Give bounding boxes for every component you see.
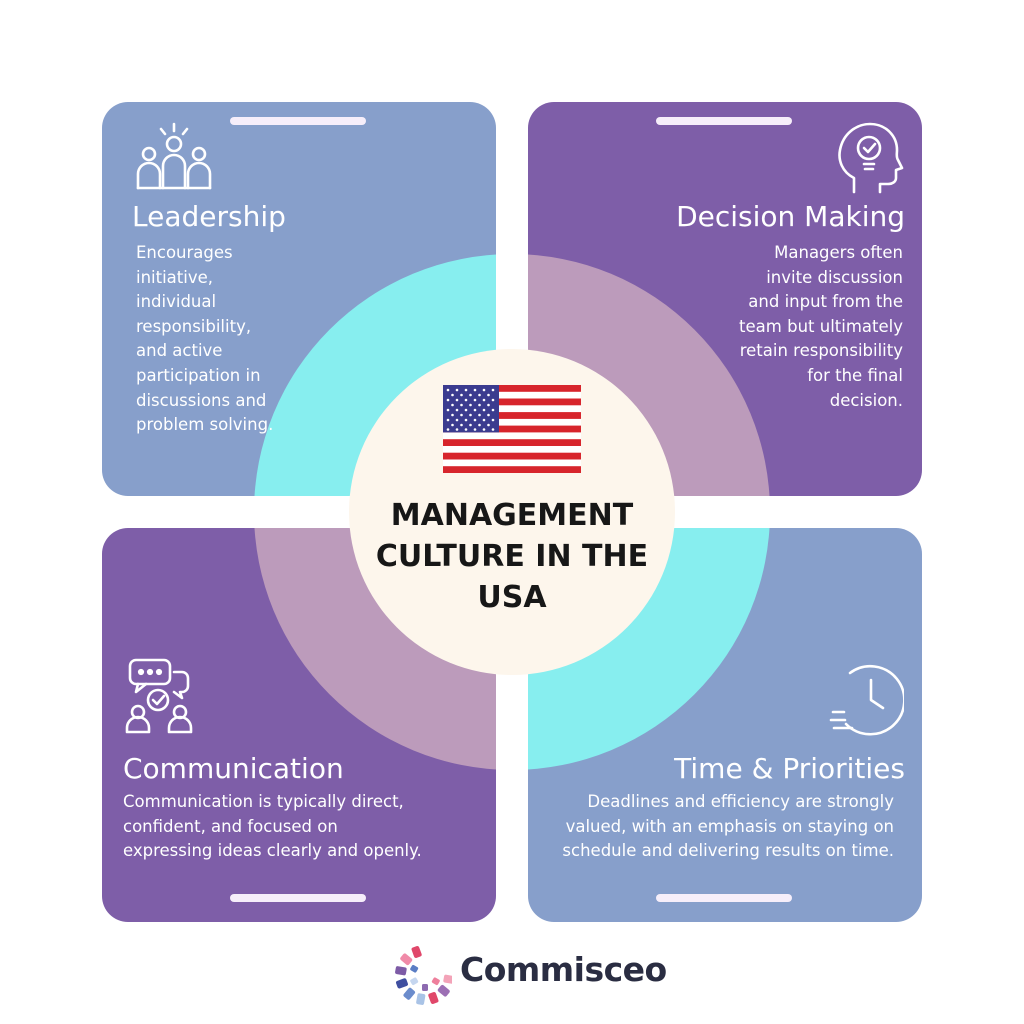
communication-title: Communication (123, 752, 344, 785)
card-handle (230, 894, 366, 902)
time-priorities-description: Deadlines and efficiency are strongly va… (562, 792, 894, 861)
decision-making-title: Decision Making (676, 200, 905, 233)
time-priorities-title: Time & Priorities (674, 752, 905, 785)
card-handle (656, 117, 792, 125)
commisceo-logo-icon (392, 942, 455, 1012)
leader-group-icon (134, 122, 214, 194)
decision-making-description: Managers often invite discussion and inp… (739, 243, 903, 410)
head-check-icon (834, 120, 904, 196)
communication-description: Communication is typically direct, confi… (123, 792, 422, 861)
leadership-title: Leadership (132, 200, 286, 233)
card-handle (230, 117, 366, 125)
center-circle: MANAGEMENT CULTURE IN THE USA (349, 349, 675, 675)
brand-name: Commisceo (460, 950, 667, 989)
us-flag-icon (443, 385, 581, 477)
chat-people-icon (124, 656, 200, 736)
card-handle (656, 894, 792, 902)
leadership-description: Encourages initiative, individual respon… (136, 243, 274, 435)
center-title: MANAGEMENT CULTURE IN THE USA (375, 498, 649, 615)
fast-clock-icon (828, 662, 904, 738)
